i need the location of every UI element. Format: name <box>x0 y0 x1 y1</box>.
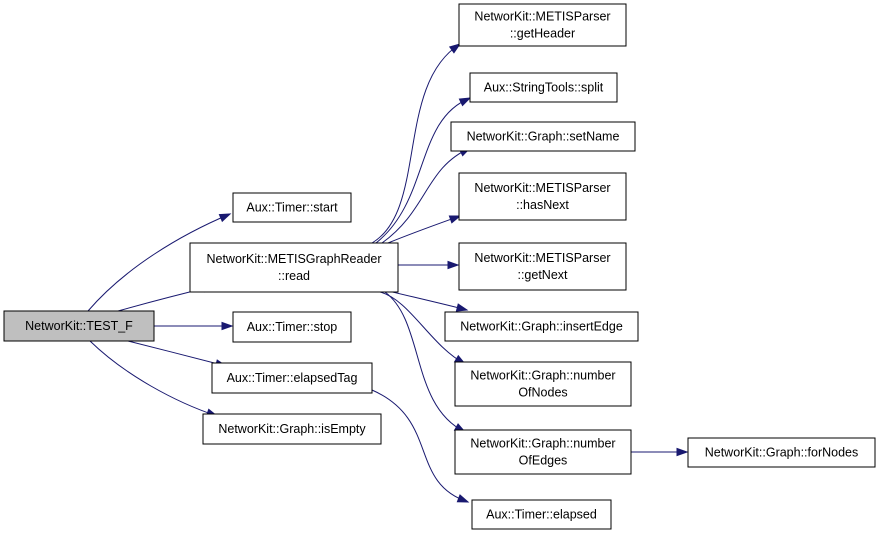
node-timer_elapsed[interactable]: Aux::Timer::elapsed <box>471 499 612 530</box>
node-parser_hasnext[interactable]: NetworKit::METISParser::hasNext <box>458 172 627 221</box>
node-graph_insertedge[interactable]: NetworKit::Graph::insertEdge <box>444 311 639 342</box>
node-graph_fornodes[interactable]: NetworKit::Graph::forNodes <box>687 437 876 468</box>
edge-metis_reader_read-to-stringtools_split <box>375 97 472 244</box>
node-label-line: NetworKit::Graph::insertEdge <box>460 320 623 334</box>
edge-arrowhead <box>448 43 462 54</box>
edge-line <box>87 213 231 312</box>
node-box <box>687 437 876 468</box>
node-box <box>3 310 155 342</box>
node-box <box>202 413 382 445</box>
edge-arrowhead <box>448 215 462 224</box>
node-label-line: Aux::Timer::stop <box>247 320 338 334</box>
node-label-line: ::getHeader <box>510 27 575 41</box>
node-box <box>458 3 627 47</box>
node-label-line: NetworKit::METISParser <box>474 181 610 195</box>
node-label-line: NetworKit::Graph::setName <box>467 130 620 144</box>
node-graph_setname[interactable]: NetworKit::Graph::setName <box>450 121 636 152</box>
edge-arrowhead <box>447 260 460 270</box>
node-metis_reader_read[interactable]: NetworKit::METISGraphReader::read <box>189 242 399 293</box>
node-stringtools_split[interactable]: Aux::StringTools::split <box>469 72 618 103</box>
node-timer_stop[interactable]: Aux::Timer::stop <box>232 311 352 343</box>
node-label-line: NetworKit::METISGraphReader <box>206 252 381 266</box>
edge-line <box>381 147 471 244</box>
node-box <box>232 311 352 343</box>
edge-timer_elapsedtag-to-timer_elapsed <box>371 389 470 503</box>
node-label-line: NetworKit::Graph::number <box>470 369 615 383</box>
edge-test_f-to-timer_elapsedtag <box>127 340 228 368</box>
node-box <box>454 429 632 475</box>
nodes-layer: NetworKit::TEST_FAux::Timer::startNetwor… <box>3 3 876 530</box>
node-box <box>450 121 636 152</box>
node-box <box>458 242 627 291</box>
node-label-line: NetworKit::Graph::forNodes <box>705 446 859 460</box>
node-timer_start[interactable]: Aux::Timer::start <box>232 192 352 223</box>
edge-graph_numberofedges-to-graph_fornodes <box>631 447 689 457</box>
node-parser_getnext[interactable]: NetworKit::METISParser::getNext <box>458 242 627 291</box>
node-box <box>444 311 639 342</box>
edge-line <box>89 340 218 417</box>
node-label-line: ::getNext <box>517 268 568 282</box>
edge-arrowhead <box>221 321 234 331</box>
node-label-line: Aux::Timer::elapsedTag <box>227 371 358 385</box>
node-label-line: Aux::Timer::start <box>246 201 338 215</box>
node-label-line: OfEdges <box>519 454 568 468</box>
node-box <box>211 362 373 394</box>
node-box <box>469 72 618 103</box>
edge-line <box>127 340 227 367</box>
edge-metis_reader_read-to-parser_hasnext <box>387 215 462 244</box>
edge-line <box>371 389 469 503</box>
edge-test_f-to-graph_isempty <box>89 340 219 417</box>
edge-arrowhead <box>456 494 470 503</box>
node-label-line: OfNodes <box>518 386 567 400</box>
node-box <box>232 192 352 223</box>
node-box <box>458 172 627 221</box>
edge-arrowhead <box>458 97 472 107</box>
node-label-line: NetworKit::TEST_F <box>25 319 133 333</box>
node-box <box>471 499 612 530</box>
edge-test_f-to-timer_stop <box>154 321 234 331</box>
edge-line <box>387 215 461 244</box>
edge-test_f-to-timer_start <box>87 213 232 312</box>
node-label-line: ::hasNext <box>516 198 569 212</box>
node-label-line: NetworKit::METISParser <box>474 251 610 265</box>
edge-arrowhead <box>455 303 469 312</box>
edge-line <box>384 291 466 433</box>
node-label-line: Aux::Timer::elapsed <box>486 508 597 522</box>
node-graph_isempty[interactable]: NetworKit::Graph::isEmpty <box>202 413 382 445</box>
edge-arrowhead <box>676 447 689 457</box>
edge-line <box>375 97 471 244</box>
node-box <box>454 361 632 407</box>
node-label-line: NetworKit::Graph::isEmpty <box>218 422 366 436</box>
edge-metis_reader_read-to-parser_getnext <box>398 260 460 270</box>
node-label-line: Aux::StringTools::split <box>484 81 604 95</box>
node-parser_getheader[interactable]: NetworKit::METISParser::getHeader <box>458 3 627 47</box>
node-test_f[interactable]: NetworKit::TEST_F <box>3 310 155 342</box>
node-label-line: NetworKit::METISParser <box>474 10 610 24</box>
node-label-line: ::read <box>278 269 310 283</box>
edge-metis_reader_read-to-parser_getheader <box>371 43 462 244</box>
node-timer_elapsedtag[interactable]: Aux::Timer::elapsedTag <box>211 362 373 394</box>
edge-arrowhead <box>218 213 232 223</box>
node-box <box>189 242 399 293</box>
node-label-line: NetworKit::Graph::number <box>470 437 615 451</box>
edge-line <box>371 43 461 244</box>
